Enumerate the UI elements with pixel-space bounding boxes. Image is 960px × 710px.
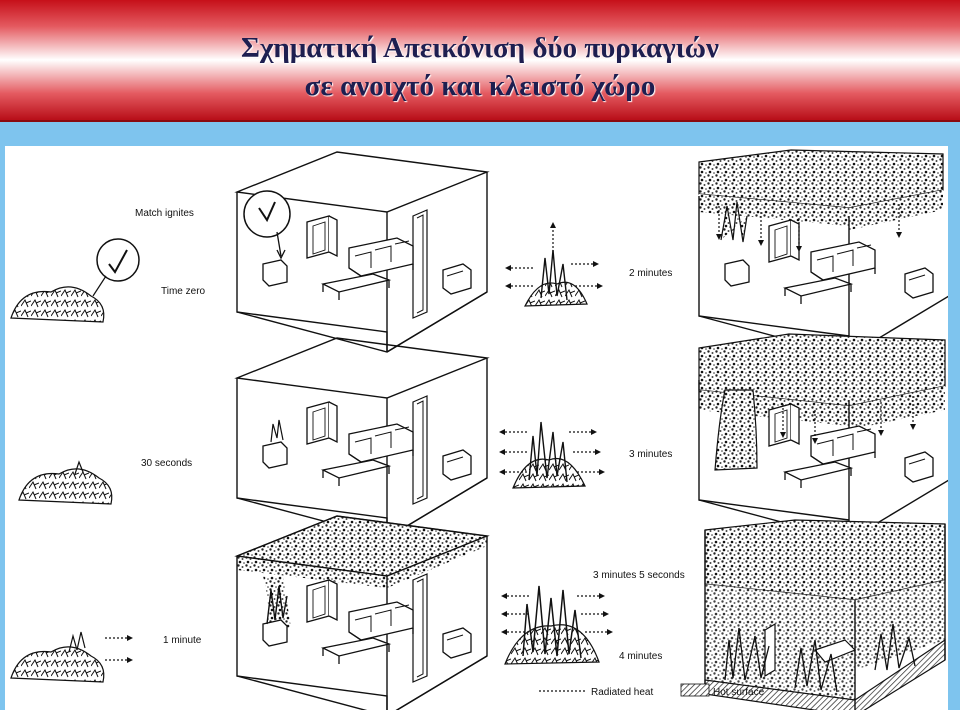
stage-label-3-minutes: 3 minutes [629, 449, 672, 460]
legend-radiated-heat: Radiated heat [591, 687, 653, 698]
room-30-seconds [236, 337, 488, 539]
stage-label-time-zero: Time zero [161, 286, 206, 297]
fire-diagram-panel: Match ignites Time zero 30 seconds 1 min… [5, 146, 948, 710]
stage-label-4-minutes: 4 minutes [619, 651, 662, 662]
open-fire-stage-0 [10, 238, 140, 323]
room-3-minutes [698, 333, 948, 542]
legend: Radiated heat Hot surface [539, 683, 765, 698]
title-banner: Σχηματική Απεικόνιση δύο πυρκαγιών σε αν… [0, 0, 960, 122]
stage-label-30-seconds: 30 seconds [141, 458, 192, 469]
room-match-ignites [236, 151, 488, 353]
stage-label-3-minutes-5-seconds: 3 minutes 5 seconds [593, 570, 685, 581]
open-fire-stage-1min [10, 631, 134, 683]
legend-hot-surface: Hot surface [713, 687, 765, 698]
room-3-minutes-5-seconds [704, 519, 946, 710]
debris-fire-4min [500, 585, 614, 665]
stage-label-1-minute: 1 minute [163, 635, 202, 646]
stage-label-2-minutes: 2 minutes [629, 268, 672, 279]
room-1-minute [234, 515, 490, 710]
fire-diagram: Match ignites Time zero 30 seconds 1 min… [10, 149, 948, 710]
title-line-1: Σχηματική Απεικόνιση δύο πυρκαγιών [241, 32, 719, 64]
stage-label-match-ignites: Match ignites [135, 208, 194, 219]
title-line-2: σε ανοιχτό και κλειστό χώρο [304, 70, 656, 102]
open-fire-stage-30s [18, 460, 113, 505]
room-2-minutes [698, 149, 948, 358]
debris-fire-3min [498, 421, 606, 489]
debris-fire-2min [504, 221, 604, 307]
